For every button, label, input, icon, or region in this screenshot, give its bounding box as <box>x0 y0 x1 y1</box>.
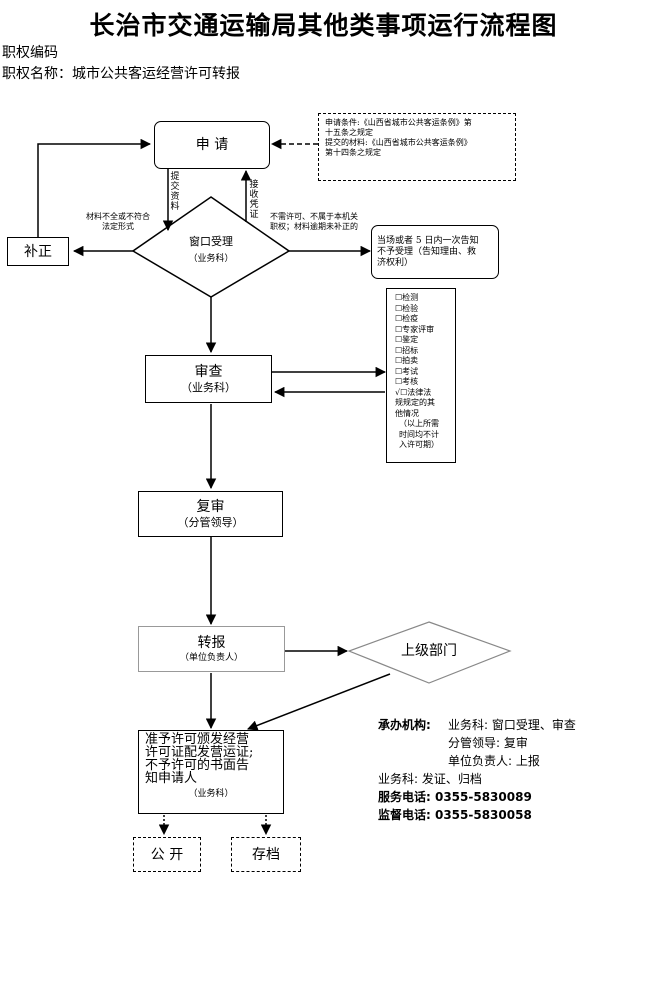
org-label: 承办机构: <box>378 718 431 732</box>
decision-sub: （业务科） <box>188 789 234 799</box>
checklist-item: ☐检疫 <box>395 314 419 323</box>
superior-diamond <box>347 621 512 684</box>
business-line: 业务科: 发证、归档 <box>378 772 482 786</box>
checklist-item: ☐考核 <box>395 377 419 386</box>
correction-node: 补正 <box>7 237 69 266</box>
decision-line: 不予许可的书面告 <box>145 758 250 773</box>
checklist-item: 他情况 <box>395 408 419 418</box>
recheck-sub: （分管领导） <box>177 516 244 529</box>
decision-node: 准予许可颁发经营 许可证配发营运证; 不予许可的书面告 知申请人 （业务科） <box>138 730 284 814</box>
conditions-line: 十五条之规定 <box>325 128 373 137</box>
checklist-item: ☐鉴定 <box>395 335 419 344</box>
supervise-phone: 监督电话: 0355-5830058 <box>378 808 532 822</box>
publish-label: 公 开 <box>150 846 184 863</box>
not-needed-line: 不需许可、不属于本机关 <box>270 212 358 221</box>
checklist-item: ☐招标 <box>395 345 419 355</box>
info-block: 承办机构: 业务科: 窗口受理、审查 分管领导: 复审 单位负责人: 上报 业务… <box>378 716 640 824</box>
checklist-item: ☐专家评审 <box>395 324 435 334</box>
window-sub: （业务科） <box>188 254 234 264</box>
org-line: 分管领导: 复审 <box>448 736 528 750</box>
recheck-node: 复审 （分管领导） <box>138 491 283 537</box>
submit-label: 提交资料 <box>170 172 180 212</box>
authority-code: 职权编码 <box>2 45 58 61</box>
decision-line: 许可证配发营运证; <box>145 745 254 760</box>
correction-label: 补正 <box>24 243 52 260</box>
reject-notice-node: 当场或者 5 日内一次告知 不予受理（告知理由、救 济权利） <box>371 225 499 279</box>
page-title: 长治市交通运输局其他类事项运行流程图 <box>89 11 558 40</box>
decision-line: 准予许可颁发经营 <box>145 732 250 747</box>
window-text: 窗口受理 （业务科） <box>171 235 251 265</box>
checklist-note-line: 时间均不计 <box>399 429 439 439</box>
conditions-line: 申请条件:《山西省城市公共客运条例》第 <box>325 118 472 127</box>
forward-node: 转报 （单位负责人） <box>138 626 285 672</box>
checklist-note-line: （以上所需 <box>399 419 439 428</box>
apply-node: 申 请 <box>154 121 270 169</box>
window-title: 窗口受理 <box>189 235 233 248</box>
conditions-line: 提交的材料:《山西省城市公共客运条例》 <box>325 138 472 147</box>
checklist-item: ☐拍卖 <box>395 356 419 365</box>
review-sub: （业务科） <box>181 381 236 394</box>
checklist-item: ☐检验 <box>395 303 419 313</box>
checklist-box: ☐检测 ☐检验 ☐检疫 ☐专家评审 ☐鉴定 ☐招标 ☐拍卖 ☐考试 ☐考核 √☐… <box>386 288 456 463</box>
checklist-note-line: 入许可期） <box>399 440 439 449</box>
conditions-line: 第十四条之规定 <box>325 148 381 157</box>
incomplete-line: 材料不全或不符合 <box>86 212 150 221</box>
decision-line: 知申请人 <box>145 771 198 786</box>
checklist-item: ☐考试 <box>395 366 419 376</box>
checklist-item: 规规定的其 <box>395 398 435 407</box>
reject-notice-line: 当场或者 5 日内一次告知 <box>377 235 479 246</box>
org-line: 业务科: 窗口受理、审查 <box>448 718 576 732</box>
authority-name: 职权名称：城市公共客运经营许可转报 <box>2 66 240 82</box>
org-line: 单位负责人: 上报 <box>448 754 540 768</box>
forward-title: 转报 <box>197 635 226 651</box>
forward-sub: （单位负责人） <box>179 653 243 663</box>
review-node: 审查 （业务科） <box>145 355 272 403</box>
review-title: 审查 <box>194 364 223 380</box>
recheck-title: 复审 <box>196 499 225 515</box>
incomplete-line: 法定形式 <box>102 222 134 231</box>
incomplete-label: 材料不全或不符合 法定形式 <box>78 212 158 232</box>
checklist-item: ☐检测 <box>395 293 419 302</box>
conditions-box: 申请条件:《山西省城市公共客运条例》第 十五条之规定 提交的材料:《山西省城市公… <box>318 113 516 181</box>
superior-label: 上级部门 <box>401 643 457 659</box>
reject-notice-line: 不予受理（告知理由、救 <box>377 246 477 257</box>
not-needed-line: 职权；材料逾期未补正的 <box>270 222 358 231</box>
archive-label: 存档 <box>252 846 280 863</box>
publish-node: 公 开 <box>133 837 201 872</box>
checklist-item: √☐法律法 <box>395 387 432 397</box>
apply-label: 申 请 <box>195 137 229 153</box>
service-phone: 服务电话: 0355-5830089 <box>378 790 532 804</box>
reject-notice-line: 济权利） <box>377 257 414 268</box>
archive-node: 存档 <box>231 837 301 872</box>
receipt-label: 接收凭证 <box>249 180 259 220</box>
not-needed-label: 不需许可、不属于本机关 职权；材料逾期未补正的 <box>259 212 369 232</box>
